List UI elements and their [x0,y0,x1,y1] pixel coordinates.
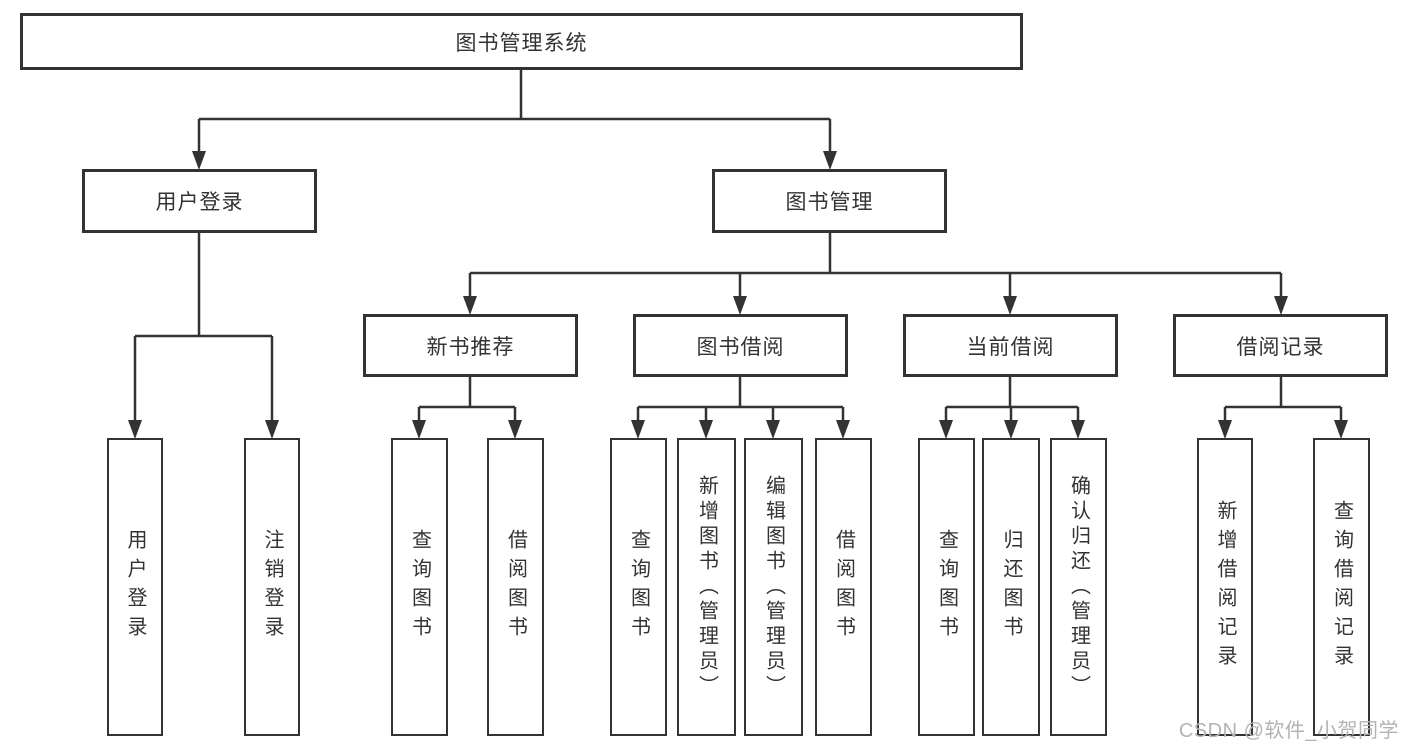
leaf-query-books-borrowing: 查询图书 [610,438,667,736]
leaf-edit-books-admin: 编辑图书（管理员） [744,438,803,736]
connector-userlogin-to-leaves [133,233,274,421]
node-book-borrowing: 图书借阅 [633,314,848,377]
arrow-down-icon [699,420,713,439]
leaf-query-books-recommend: 查询图书 [391,438,448,736]
leaf-user-login: 用户登录 [107,438,163,736]
connector-borrowing-to-leaves [636,377,845,421]
arrow-down-icon [192,151,206,170]
arrow-down-icon [1334,420,1348,439]
leaf-return-books: 归还图书 [982,438,1040,736]
arrow-down-icon [1003,296,1017,315]
connector-bookmgmt-to-level3 [468,233,1283,297]
arrow-down-icon [463,296,477,315]
arrow-down-icon [1004,420,1018,439]
arrow-down-icon [823,151,837,170]
arrow-down-icon [412,420,426,439]
leaf-add-borrow-record: 新增借阅记录 [1197,438,1253,736]
leaf-confirm-return-admin: 确认归还（管理员） [1050,438,1107,736]
arrow-down-icon [265,420,279,439]
node-user-login: 用户登录 [82,169,317,233]
leaf-borrow-books-recommend: 借阅图书 [487,438,544,736]
leaf-query-borrow-record: 查询借阅记录 [1313,438,1370,736]
arrow-down-icon [1071,420,1085,439]
node-new-book-recommendation: 新书推荐 [363,314,578,377]
node-book-management: 图书管理 [712,169,947,233]
node-library-management-system: 图书管理系统 [20,13,1023,70]
leaf-logout: 注销登录 [244,438,300,736]
connector-recommend-to-leaves [417,377,517,421]
arrow-down-icon [939,420,953,439]
leaf-query-books-current: 查询图书 [918,438,975,736]
arrow-down-icon [766,420,780,439]
arrow-down-icon [631,420,645,439]
arrow-down-icon [733,296,747,315]
arrow-down-icon [128,420,142,439]
leaf-borrow-books: 借阅图书 [815,438,872,736]
node-current-borrowing: 当前借阅 [903,314,1118,377]
connector-root-to-level2 [197,70,832,152]
csdn-watermark: CSDN @软件_小贺同学 [1178,720,1399,742]
arrow-down-icon [508,420,522,439]
leaf-add-books-admin: 新增图书（管理员） [677,438,736,736]
connector-records-to-leaves [1223,377,1343,421]
node-borrowing-records: 借阅记录 [1173,314,1388,377]
arrow-down-icon [1218,420,1232,439]
connector-current-to-leaves [944,377,1080,421]
arrow-down-icon [836,420,850,439]
arrow-down-icon [1274,296,1288,315]
